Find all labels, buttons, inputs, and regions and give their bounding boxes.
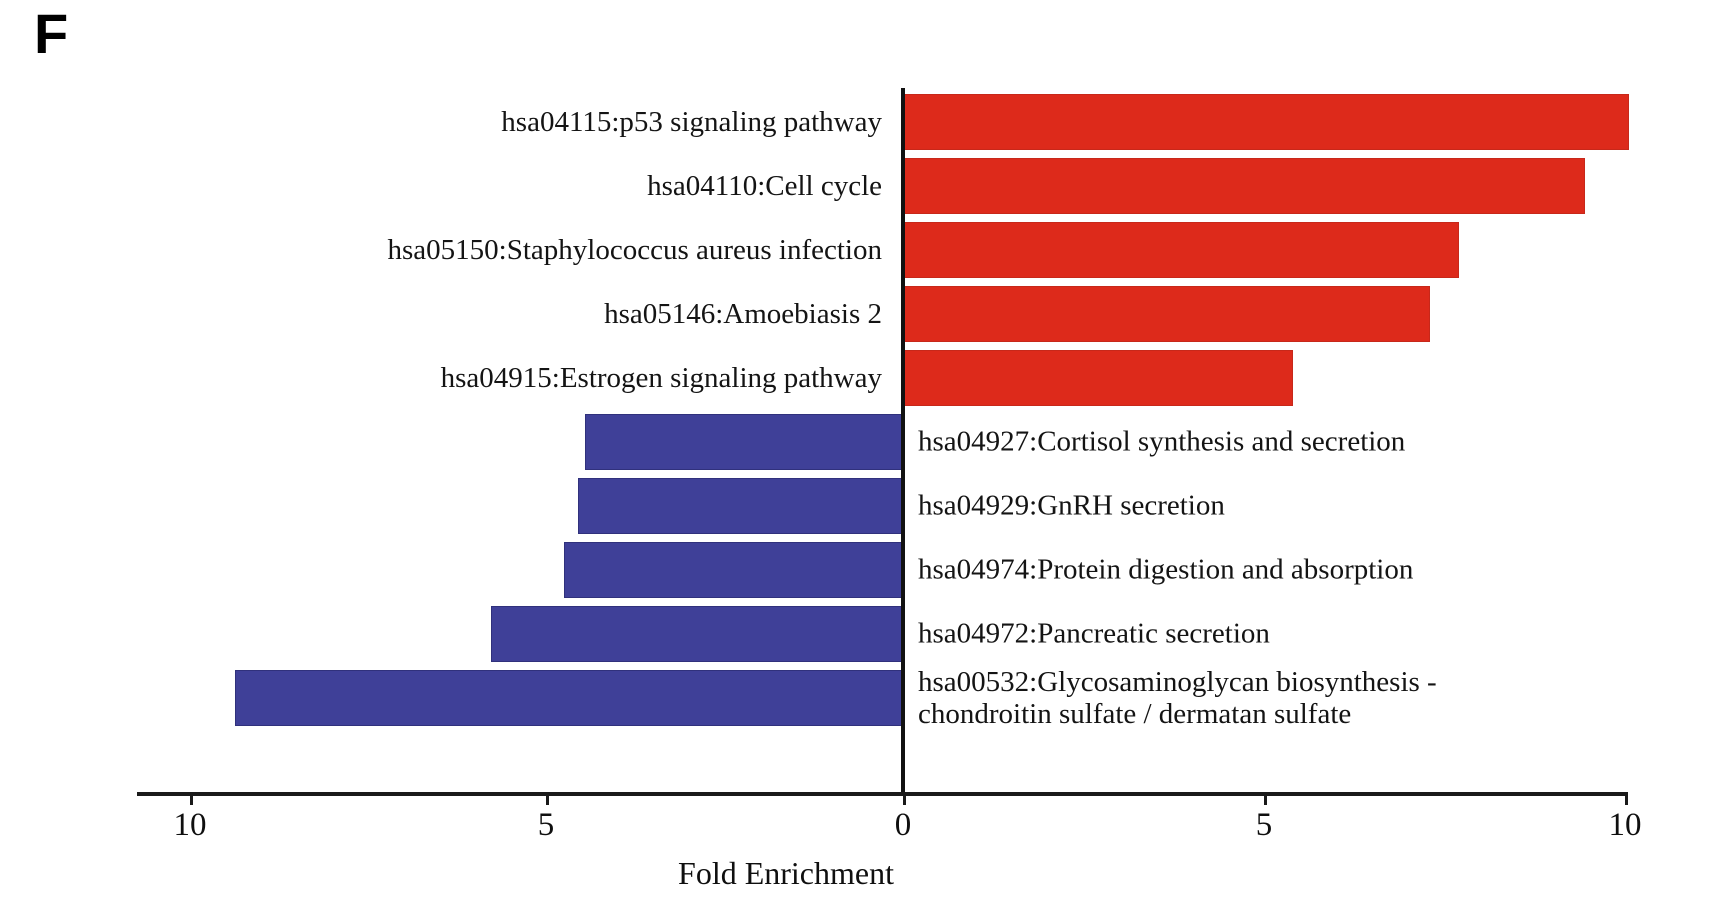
bar-category-label: hsa04974:Protein digestion and absorptio… (918, 553, 1414, 586)
bar-category-label: hsa05150:Staphylococcus aureus infection (387, 234, 883, 266)
bar-row: hsa04115:p53 signaling pathway (0, 90, 1712, 154)
x-axis-line (137, 792, 1627, 796)
bar-row: hsa05150:Staphylococcus aureus infection (0, 218, 1712, 282)
x-axis-tick-label: 5 (1255, 807, 1273, 843)
bar-category-label-line1: hsa00532:Glycosaminoglycan biosynthesis … (918, 666, 1437, 698)
x-axis-tick-label: 5 (537, 807, 555, 843)
bar-category-label: hsa05146:Amoebiasis 2 (604, 298, 882, 330)
bar-category-label: hsa04915:Estrogen signaling pathway (440, 362, 882, 394)
x-axis-tick (1264, 792, 1267, 805)
zero-axis-line (901, 88, 905, 792)
bar-upregulated[interactable] (903, 222, 1459, 278)
bar-upregulated[interactable] (903, 350, 1293, 406)
bar-row: hsa00532:Glycosaminoglycan biosynthesis … (0, 666, 1712, 730)
bar-row: hsa05146:Amoebiasis 2 (0, 282, 1712, 346)
bar-downregulated[interactable] (491, 606, 903, 662)
bar-upregulated[interactable] (903, 158, 1585, 214)
bar-downregulated[interactable] (564, 542, 903, 598)
x-axis-tick-label: 10 (173, 807, 207, 843)
x-axis-title: Fold Enrichment (0, 855, 1712, 891)
bar-row: hsa04974:Protein digestion and absorptio… (0, 538, 1712, 602)
bar-downregulated[interactable] (585, 414, 903, 470)
x-axis-tick (190, 792, 193, 805)
bar-upregulated[interactable] (903, 94, 1629, 150)
x-axis-tick (903, 792, 906, 805)
bar-category-label: hsa04929:GnRH secretion (918, 489, 1225, 522)
bar-row: hsa04929:GnRH secretion (0, 474, 1712, 538)
x-axis-tick (546, 792, 549, 805)
bar-category-label: hsa04110:Cell cycle (647, 170, 882, 202)
bar-category-label: hsa04927:Cortisol synthesis and secretio… (918, 425, 1406, 458)
x-axis-title-text: Fold Enrichment (678, 855, 894, 891)
panel-letter: F (34, 2, 69, 65)
bar-downregulated[interactable] (235, 670, 903, 726)
x-axis-tick-label: 10 (1608, 807, 1642, 843)
bar-category-label: hsa04972:Pancreatic secretion (918, 617, 1270, 650)
bar-row: hsa04915:Estrogen signaling pathway (0, 346, 1712, 410)
bar-downregulated[interactable] (578, 478, 903, 534)
x-axis-tick-label: 0 (894, 807, 912, 843)
bar-category-label: hsa04115:p53 signaling pathway (501, 106, 882, 138)
x-axis-tick (1625, 792, 1628, 805)
bar-category-label: hsa00532:Glycosaminoglycan biosynthesis … (918, 666, 1708, 730)
bar-row: hsa04927:Cortisol synthesis and secretio… (0, 410, 1712, 474)
bar-row: hsa04972:Pancreatic secretion (0, 602, 1712, 666)
bar-category-label-line2: chondroitin sulfate / dermatan sulfate (918, 698, 1352, 730)
bar-row: hsa04110:Cell cycle (0, 154, 1712, 218)
bar-upregulated[interactable] (903, 286, 1430, 342)
plot-area: hsa04115:p53 signaling pathway hsa04110:C… (0, 88, 1712, 792)
